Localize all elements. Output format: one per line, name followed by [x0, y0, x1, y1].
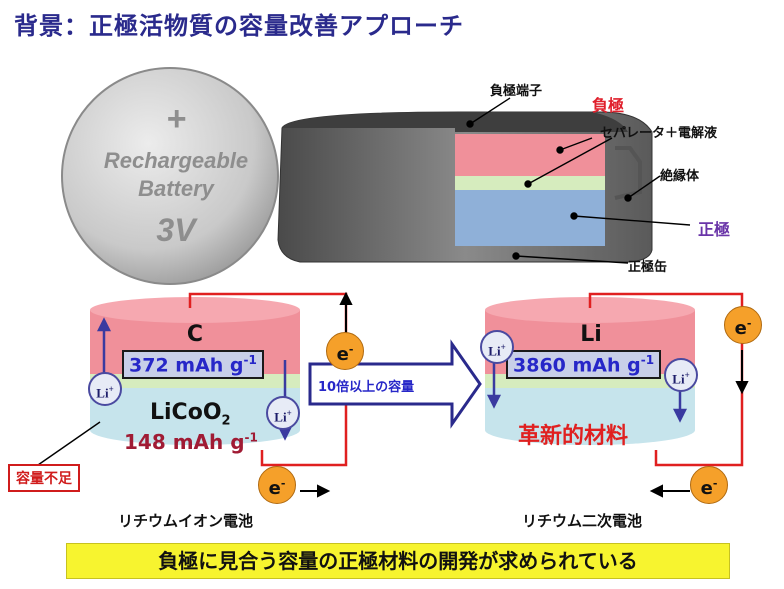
li-ion-electron-bottom: e- [258, 466, 296, 504]
li-ion-ion-right: Li+ [266, 396, 300, 430]
coin-cell [61, 67, 279, 285]
cell-diagrams [37, 291, 749, 498]
transition-arrow-label: 10倍以上の容量 [318, 380, 415, 395]
li-ion-electron-top: e- [326, 332, 364, 370]
li-ion-anode-material: C [186, 322, 204, 347]
shortage-leader [37, 421, 101, 466]
li-ion-cathode-capacity: 148 mAh g-1 [124, 430, 258, 454]
page-title: 背景：正極活物質の容量改善アプローチ [14, 12, 464, 40]
label-separator: セパレータ＋電解液 [600, 126, 718, 141]
anode-layer [455, 134, 605, 176]
label-anode: 負極 [592, 96, 625, 115]
li-secondary-anode-material: Li [580, 322, 602, 347]
capacity-shortage-label: 容量不足 [8, 464, 80, 492]
battery-illustration [61, 67, 691, 285]
label-cathode-can: 正極缶 [628, 260, 668, 275]
li-secondary-cathode-material: 革新的材料 [518, 424, 629, 449]
label-insulator: 絶縁体 [660, 169, 700, 184]
li-secondary-caption: リチウム二次電池 [522, 512, 643, 530]
insulator [614, 146, 642, 200]
li-ion-ion-left: Li+ [88, 372, 122, 406]
li-ion-anode-capacity: 372 mAh g-1 [122, 350, 264, 380]
coin-text-line2: Battery [138, 176, 214, 201]
li-ion-cell-shape [90, 297, 300, 445]
label-cathode: 正極 [698, 220, 731, 239]
li-secondary-anode-capacity: 3860 mAh g-1 [506, 350, 662, 380]
cell-lid [282, 112, 628, 132]
li-ion-cathode-material: LiCoO2 [150, 400, 231, 429]
cathode-layer [455, 190, 605, 246]
conclusion-banner: 負極に見合う容量の正極材料の開発が求められている [66, 543, 730, 579]
label-anode-terminal: 負極端子 [490, 84, 543, 99]
li-secondary-ion-right: Li+ [664, 358, 698, 392]
coin-plus-sign: + [166, 100, 186, 138]
li-secondary-electron-top: e- [724, 306, 762, 344]
li-ion-caption: リチウムイオン電池 [118, 512, 254, 530]
li-secondary-ion-left: Li+ [480, 330, 514, 364]
coin-text-line1: Rechargeable [103, 148, 249, 173]
coin-voltage: 3V [156, 212, 196, 248]
li-secondary-electron-bottom: e- [690, 466, 728, 504]
